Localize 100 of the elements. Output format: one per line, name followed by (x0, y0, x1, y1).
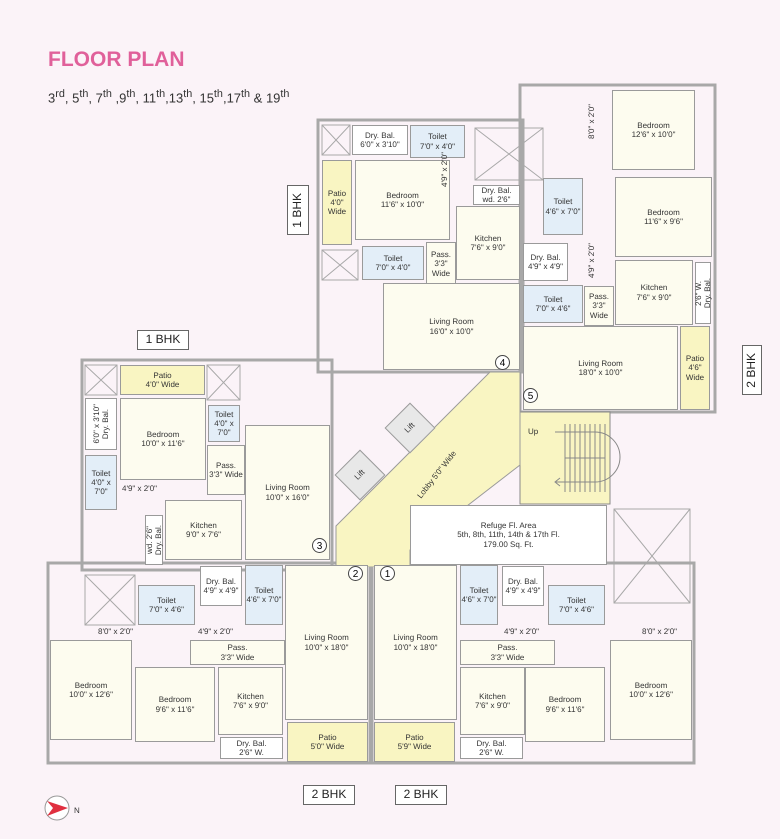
room-dimension: 3'3" Wide (209, 470, 243, 480)
room-dimension: 4'6" x 7'0" (462, 595, 496, 604)
room-dimension: 3'3" Wide (490, 652, 524, 662)
room-area (287, 722, 368, 762)
room-dimension: 4'0" x 7'0" (213, 418, 235, 438)
room-area (680, 326, 710, 410)
room-dimension: 3'3" Wide (220, 652, 254, 662)
unit-type-label: 1 BHK (291, 192, 305, 228)
room-name: Refuge Fl. Area (480, 521, 536, 530)
room-area (502, 566, 544, 606)
room-name: Living Room (578, 358, 623, 368)
room-area (615, 260, 693, 325)
unit-type-label: 1 BHK (146, 333, 180, 347)
room-area (190, 640, 285, 665)
room-name: Toilet (554, 197, 572, 206)
room-dimension: 11'6" x 9'6" (644, 217, 683, 226)
room-name: Toilet (157, 596, 176, 605)
room-name: Patio (405, 732, 424, 742)
room-dimension: 7'6" x 9'0" (636, 292, 672, 302)
room-dimension: 10'0" x 18'0" (394, 642, 438, 652)
room-name: Bedroom (637, 120, 670, 130)
room-name: Toilet (384, 254, 402, 263)
room-name: Dry. Bal. (206, 576, 236, 586)
room-name: Bedroom (158, 695, 192, 704)
room-dimension: 3'3" Wide (430, 259, 452, 278)
room-area (460, 565, 498, 625)
room-dimension: 7'0" x 4'6" (559, 605, 594, 614)
room-dimension: 10'0" x 18'0" (304, 642, 348, 652)
room-name: Bedroom (548, 695, 582, 704)
room-dimension: 12'6" x 10'0" (632, 130, 676, 140)
dimension-label: 8'0" x 2'0" (587, 104, 596, 139)
room-dimension: 4'9" x 4'9" (528, 262, 563, 272)
room-area (120, 398, 206, 480)
unit-type-tag (742, 345, 762, 395)
room-dimension: 7'6" x 9'0" (475, 701, 510, 710)
room-dimension: 4'0" x 7'0" (90, 478, 112, 496)
room-name: Kitchen (640, 283, 668, 292)
room-area (523, 326, 678, 410)
room-area (138, 585, 195, 625)
room-name: Lift (402, 420, 418, 436)
room-dimension: 9'6" x 11'6" (156, 704, 194, 714)
room-name: Bedroom (386, 190, 419, 200)
room-name: Pass. (497, 643, 518, 652)
room-area (322, 160, 352, 245)
room-dimension: 6'0" x 3'10" (360, 140, 400, 150)
room-name: Patio (318, 732, 337, 742)
dimension-label: 4'9" x 2'0" (440, 152, 449, 187)
unit-type-tag (287, 185, 309, 235)
room-name: Living Room (265, 483, 310, 492)
room-dimension: 4'0" Wide (326, 198, 348, 216)
room-name: Lift (352, 468, 368, 482)
room-name: Patio (153, 370, 172, 380)
room-name: Dry. Bal. (101, 408, 110, 440)
room-area (610, 640, 692, 740)
room-dimension: 9'6" x 11'6" (546, 704, 584, 714)
dimension-label: Up (528, 427, 538, 436)
room-dimension: 2'6" W. (239, 748, 264, 758)
room-dimension: 7'6" x 9'0" (470, 243, 506, 252)
dimension-label: 8'0" x 2'0" (642, 627, 677, 636)
room-area (525, 667, 605, 742)
room-dimension: 6'0" x 3'10" (92, 404, 101, 444)
room-name: Living Room (393, 633, 438, 642)
dimension-label: 8'0" x 2'0" (98, 627, 133, 636)
room-dimension: 7'0" x 4'0" (376, 263, 410, 272)
room-area (523, 285, 583, 323)
unit-type-tag (303, 785, 355, 805)
unit-type-tag (137, 330, 189, 350)
unit-type-label: 2 BHK (745, 352, 759, 388)
room-name: Toilet (254, 586, 274, 595)
room-dimension: 5'0" Wide (310, 742, 344, 752)
room-area (426, 242, 456, 286)
room-name: Pass. (588, 292, 609, 302)
room-name: Kitchen (474, 234, 502, 243)
room-name: Dry. Bal. (364, 130, 396, 140)
room-name: Toilet (214, 410, 234, 419)
room-area (695, 262, 711, 324)
room-name: Bedroom (74, 680, 108, 690)
room-dimension: 4'6" x 7'0" (246, 595, 282, 604)
room-area (460, 640, 555, 665)
room-area (165, 500, 242, 560)
room-dimension: 10'0" x 11'6" (141, 439, 185, 448)
plan-title: FLOOR PLAN (48, 48, 184, 72)
room-name: Toilet (428, 132, 447, 142)
room-name: Living Room (304, 633, 349, 642)
room-area (85, 455, 117, 510)
room-area (352, 125, 408, 155)
room-area (548, 585, 605, 625)
room-area (245, 425, 330, 560)
room-dimension: wd. 2'6" (144, 526, 154, 554)
room-dimension: 7'0" x 4'6" (149, 605, 184, 614)
room-dimension: 5'9" Wide (398, 742, 432, 752)
room-area (612, 90, 695, 170)
room-area (85, 398, 117, 450)
room-dimension: 2'6" W. (694, 280, 703, 306)
room-area (383, 283, 520, 370)
room-dimension: 4'9" x 4'9" (506, 586, 540, 596)
room-area (374, 565, 457, 720)
room-dimension: 16'0" x 10'0" (430, 326, 474, 336)
room-name: Kitchen (190, 520, 217, 530)
dimension-label: 4'9" x 2'0" (504, 627, 539, 636)
